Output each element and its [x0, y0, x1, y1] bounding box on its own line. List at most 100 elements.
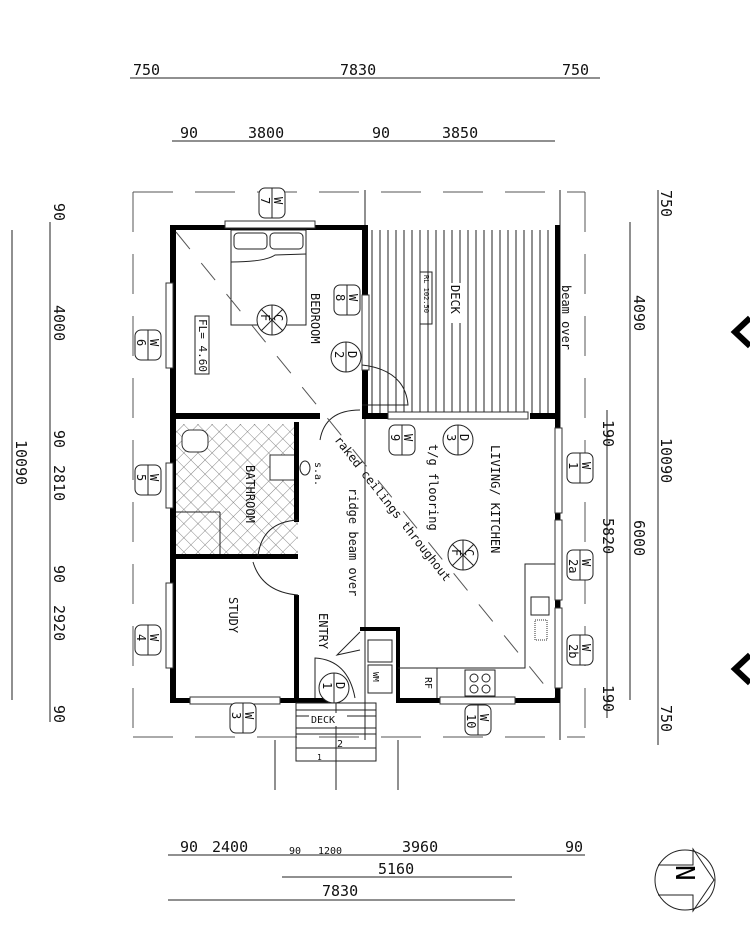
toilet-icon — [181, 429, 209, 453]
tag-number: 7 — [258, 197, 272, 204]
north-label: N — [669, 865, 699, 881]
ridge-line — [175, 231, 556, 699]
dim-top-750-right: 750 — [562, 61, 589, 79]
deck-level-box — [419, 271, 433, 325]
dim-left-90-b: 90 — [50, 430, 68, 448]
tag-type: D — [345, 351, 359, 358]
ceiling-fan-tag: CF — [447, 539, 479, 571]
dim-top-90-a: 90 — [180, 124, 198, 142]
dim-left-90-c: 90 — [50, 565, 68, 583]
ridge-beam-note: ridge beam over — [346, 488, 360, 596]
dim-bottom-1200: 1200 — [318, 846, 342, 857]
tag-type: D — [333, 682, 347, 689]
section-marker-icon — [730, 652, 750, 686]
dim-bottom-90-c: 90 — [565, 838, 583, 856]
tag-type: W — [346, 294, 360, 302]
entry-arrow-icon — [335, 631, 361, 656]
tag-number: 3 — [229, 712, 243, 719]
beam-over-note: beam over — [559, 285, 573, 350]
tag-number: F — [258, 314, 272, 321]
tag-number: 1 — [566, 462, 580, 469]
window-tag: W3 — [229, 702, 257, 734]
tag-type: W — [271, 197, 285, 205]
room-label-living-kitchen: LIVING/ KITCHEN — [488, 445, 502, 553]
dim-bottom-90-b: 90 — [289, 846, 301, 857]
dim-top-90-b: 90 — [372, 124, 390, 142]
tag-number: 8 — [333, 294, 347, 301]
tag-number: 1 — [320, 682, 334, 689]
cooktop-icon — [464, 669, 496, 697]
door-tag: D2 — [330, 341, 362, 373]
tag-type: W — [477, 714, 491, 722]
window-tag: W1 — [566, 452, 594, 484]
window-tag: W9 — [388, 424, 416, 456]
window-tag: W5 — [134, 464, 162, 496]
north-arrow-icon: N — [654, 847, 716, 913]
room-label-deck: DECK — [448, 285, 462, 315]
left-dimensions: 10090 90 4000 90 2810 90 2920 90 — [11, 203, 68, 723]
dim-top-3800: 3800 — [248, 124, 284, 142]
room-label-entry: ENTRY — [316, 613, 330, 650]
tag-type: C — [462, 549, 476, 556]
dim-bottom-7830: 7830 — [322, 882, 358, 900]
tag-type: W — [147, 474, 161, 482]
tag-type: W — [579, 559, 593, 567]
dim-top-750-left: 750 — [133, 61, 160, 79]
tag-number: 4 — [134, 634, 148, 641]
dim-left-2810: 2810 — [50, 465, 68, 501]
tag-type: W — [579, 644, 593, 652]
fridge-label: RF — [422, 677, 433, 689]
dim-bottom-3960: 3960 — [402, 838, 438, 856]
dim-right-4090: 4090 — [630, 295, 648, 331]
flooring-note: t/g flooring — [426, 444, 440, 531]
dim-bottom-2400: 2400 — [212, 838, 248, 856]
windows — [165, 220, 563, 705]
dim-right-5820: 5820 — [599, 518, 617, 554]
tag-number: 5 — [134, 474, 148, 481]
dim-right-750-bottom: 750 — [657, 705, 675, 732]
tag-number: 2b — [566, 644, 580, 658]
room-label-bedroom: BEDROOM — [308, 293, 322, 344]
tag-type: W — [242, 712, 256, 720]
doors[interactable] — [252, 364, 409, 699]
room-label-study: STUDY — [226, 597, 240, 634]
window-tag: W4 — [134, 624, 162, 656]
tag-type: W — [147, 339, 161, 347]
dim-right-190-bottom: 190 — [599, 685, 617, 712]
tag-number: 6 — [134, 339, 148, 346]
dim-top-3850: 3850 — [442, 124, 478, 142]
tag-type: W — [401, 434, 415, 442]
dim-right-10090: 10090 — [657, 438, 675, 483]
tag-number: F — [449, 549, 463, 556]
tag-type: W — [147, 634, 161, 642]
door-tag: D3 — [442, 424, 474, 456]
ceiling-fan-tag: CF — [256, 304, 288, 336]
door-tag: D1 — [318, 672, 350, 704]
dim-left-4000: 4000 — [50, 305, 68, 341]
window-tag: W7 — [258, 187, 286, 219]
room-label-bathroom: BATHROOM — [243, 465, 257, 523]
step-2-label: 2 — [337, 739, 343, 750]
basin-icon — [269, 454, 296, 481]
dim-bottom-5160: 5160 — [378, 860, 414, 878]
floor-level: FL= 4.60 — [196, 319, 209, 372]
dim-bottom-90-a: 90 — [180, 838, 198, 856]
tag-type: W — [579, 462, 593, 470]
deck-level: RL 102.50 — [422, 275, 430, 313]
tag-number: 2a — [566, 559, 580, 573]
dim-left-total: 10090 — [12, 440, 30, 485]
dim-right-750-top: 750 — [657, 190, 675, 217]
laundry-tub-icon — [367, 639, 393, 663]
section-marker-icon — [730, 315, 750, 349]
step-1-label: 1 — [317, 753, 322, 762]
bottom-dimensions: 90 2400 90 1200 3960 90 5160 7830 — [168, 838, 585, 901]
top-dimensions: 750 7830 750 90 3800 90 3850 — [130, 61, 600, 142]
smoke-alarm-icon — [299, 460, 311, 476]
washer-label: WM — [371, 672, 380, 682]
tag-number: 10 — [464, 714, 478, 728]
dim-left-90-d: 90 — [50, 705, 68, 723]
tag-type: D — [457, 434, 471, 441]
tag-type: C — [271, 314, 285, 321]
